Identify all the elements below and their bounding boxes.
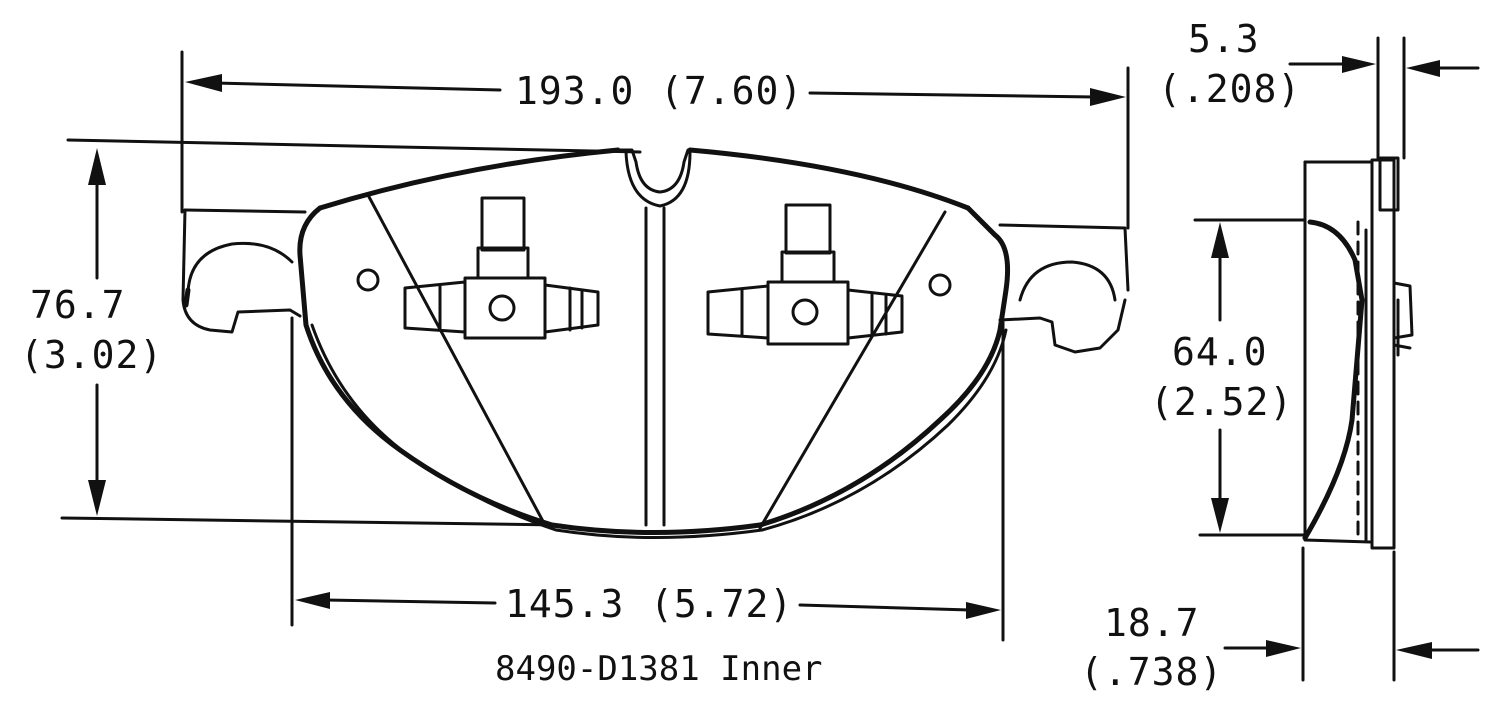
arrow-up-icon bbox=[1211, 222, 1229, 258]
dimension-total-thickness: 18.7 (.738) bbox=[1080, 546, 1480, 694]
center-slot bbox=[616, 148, 692, 527]
backing-thickness-mm: 5.3 bbox=[1188, 17, 1260, 61]
friction-height-in: (2.52) bbox=[1150, 380, 1293, 424]
arrow-right-icon bbox=[1266, 640, 1301, 657]
side-view bbox=[1302, 36, 1414, 550]
total-thickness-in: (.738) bbox=[1080, 650, 1223, 694]
left-sensor-clip bbox=[403, 196, 600, 340]
friction-height-mm: 64.0 bbox=[1172, 330, 1268, 374]
right-mounting-ear bbox=[1018, 260, 1117, 302]
backing-thickness-in: (.208) bbox=[1158, 67, 1301, 111]
friction-width-mm: 145.3 bbox=[505, 582, 624, 626]
dimension-friction-width: 145.3 (5.72) bbox=[290, 316, 1005, 642]
rivet-holes bbox=[356, 268, 952, 297]
right-sensor-clip bbox=[706, 203, 904, 346]
backing-plate-outline bbox=[181, 208, 1130, 354]
overall-width-in: (7.60) bbox=[660, 69, 803, 113]
arrow-down-icon bbox=[1211, 498, 1229, 533]
overall-height-mm: 76.7 bbox=[30, 283, 126, 327]
dimension-friction-height: 64.0 (2.52) bbox=[1150, 218, 1307, 537]
left-mounting-ear bbox=[183, 241, 294, 308]
dimension-backing-thickness: 5.3 (.208) bbox=[1158, 17, 1480, 111]
dimension-overall-width: 193.0 (7.60) bbox=[180, 50, 1130, 230]
arrow-right-icon bbox=[1342, 56, 1376, 73]
arrow-left-icon bbox=[295, 592, 330, 609]
dimension-overall-height: 76.7 (3.02) bbox=[20, 138, 642, 527]
friction-width-in: (5.72) bbox=[650, 582, 793, 626]
arrow-left-icon bbox=[185, 74, 222, 92]
part-number-caption: 8490-D1381 Inner bbox=[495, 649, 823, 689]
overall-height-in: (3.02) bbox=[20, 333, 163, 377]
arrow-right-icon bbox=[1090, 88, 1126, 106]
chamfer-lines bbox=[366, 193, 947, 530]
overall-width-mm: 193.0 bbox=[515, 69, 634, 113]
arrow-down-icon bbox=[88, 480, 106, 516]
arrow-up-icon bbox=[88, 148, 106, 185]
arrow-left-icon bbox=[1406, 60, 1440, 77]
arrow-left-icon bbox=[1396, 642, 1432, 659]
total-thickness-mm: 18.7 bbox=[1104, 601, 1200, 645]
friction-material-outline bbox=[297, 147, 1011, 539]
arrow-right-icon bbox=[966, 602, 1001, 619]
